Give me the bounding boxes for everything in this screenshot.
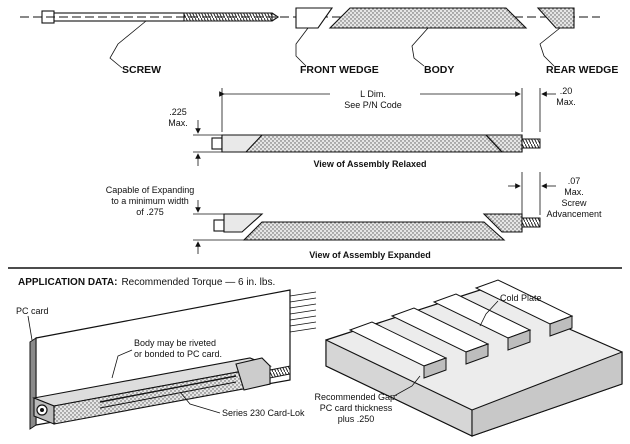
application-heading: APPLICATION DATA: <box>18 277 117 288</box>
gap-line3: plus .250 <box>338 414 375 424</box>
gap-line2: PC card thickness <box>320 403 393 413</box>
front-wedge-leader <box>295 27 309 67</box>
assembly-expanded <box>213 213 541 241</box>
height-value: .225 <box>169 107 187 117</box>
body-note-line2: or bonded to PC card. <box>134 349 222 359</box>
advance-line2: Max. <box>564 187 584 197</box>
expanded-caption: View of Assembly Expanded <box>309 250 431 260</box>
series-label: Series 230 Card-Lok <box>222 408 305 418</box>
rear-wedge-leader <box>539 27 561 67</box>
body-label: BODY <box>424 64 454 76</box>
cold-plate-illustration <box>325 279 623 437</box>
screw-label: SCREW <box>122 64 161 76</box>
front-wedge-label: FRONT WEDGE <box>300 64 379 76</box>
height-unit: Max. <box>168 118 188 128</box>
l-dim-label: L Dim. <box>360 89 386 99</box>
pc-card-leader <box>27 315 33 341</box>
right-gap-value: .20 <box>560 86 573 96</box>
application-torque: Recommended Torque — 6 in. lbs. <box>121 277 275 288</box>
expand-line1: Capable of Expanding <box>106 185 195 195</box>
application-line: APPLICATION DATA: Recommended Torque — 6 … <box>18 277 275 288</box>
l-dim-note: See P/N Code <box>344 100 402 110</box>
screw-leader <box>109 20 147 69</box>
advance-value: .07 <box>568 176 581 186</box>
body-note-line1: Body may be riveted <box>134 338 216 348</box>
series-leader <box>179 391 221 414</box>
expand-line3: of .275 <box>136 207 164 217</box>
rear-wedge-label: REAR WEDGE <box>546 64 618 76</box>
assembly-relaxed <box>211 134 541 153</box>
body-note-leader <box>111 349 133 379</box>
cold-plate-label: Cold Plate <box>500 293 542 303</box>
advance-line3: Screw <box>561 198 587 208</box>
cold-plate-leader <box>479 300 499 327</box>
advance-line4: Advancement <box>546 209 602 219</box>
pc-card-label: PC card <box>16 306 49 316</box>
body-part <box>328 7 528 29</box>
edge-connector <box>289 291 317 333</box>
expand-line2: to a minimum width <box>111 196 189 206</box>
right-gap-unit: Max. <box>556 97 576 107</box>
rear-wedge-part <box>536 7 575 29</box>
front-wedge-part <box>295 7 334 29</box>
gap-line1: Recommended Gap: <box>314 392 397 402</box>
body-leader <box>411 27 429 67</box>
pc-card-illustration <box>29 289 317 430</box>
relaxed-caption: View of Assembly Relaxed <box>313 159 426 169</box>
gap-leader <box>393 375 421 397</box>
l-dim-bg <box>330 87 420 113</box>
